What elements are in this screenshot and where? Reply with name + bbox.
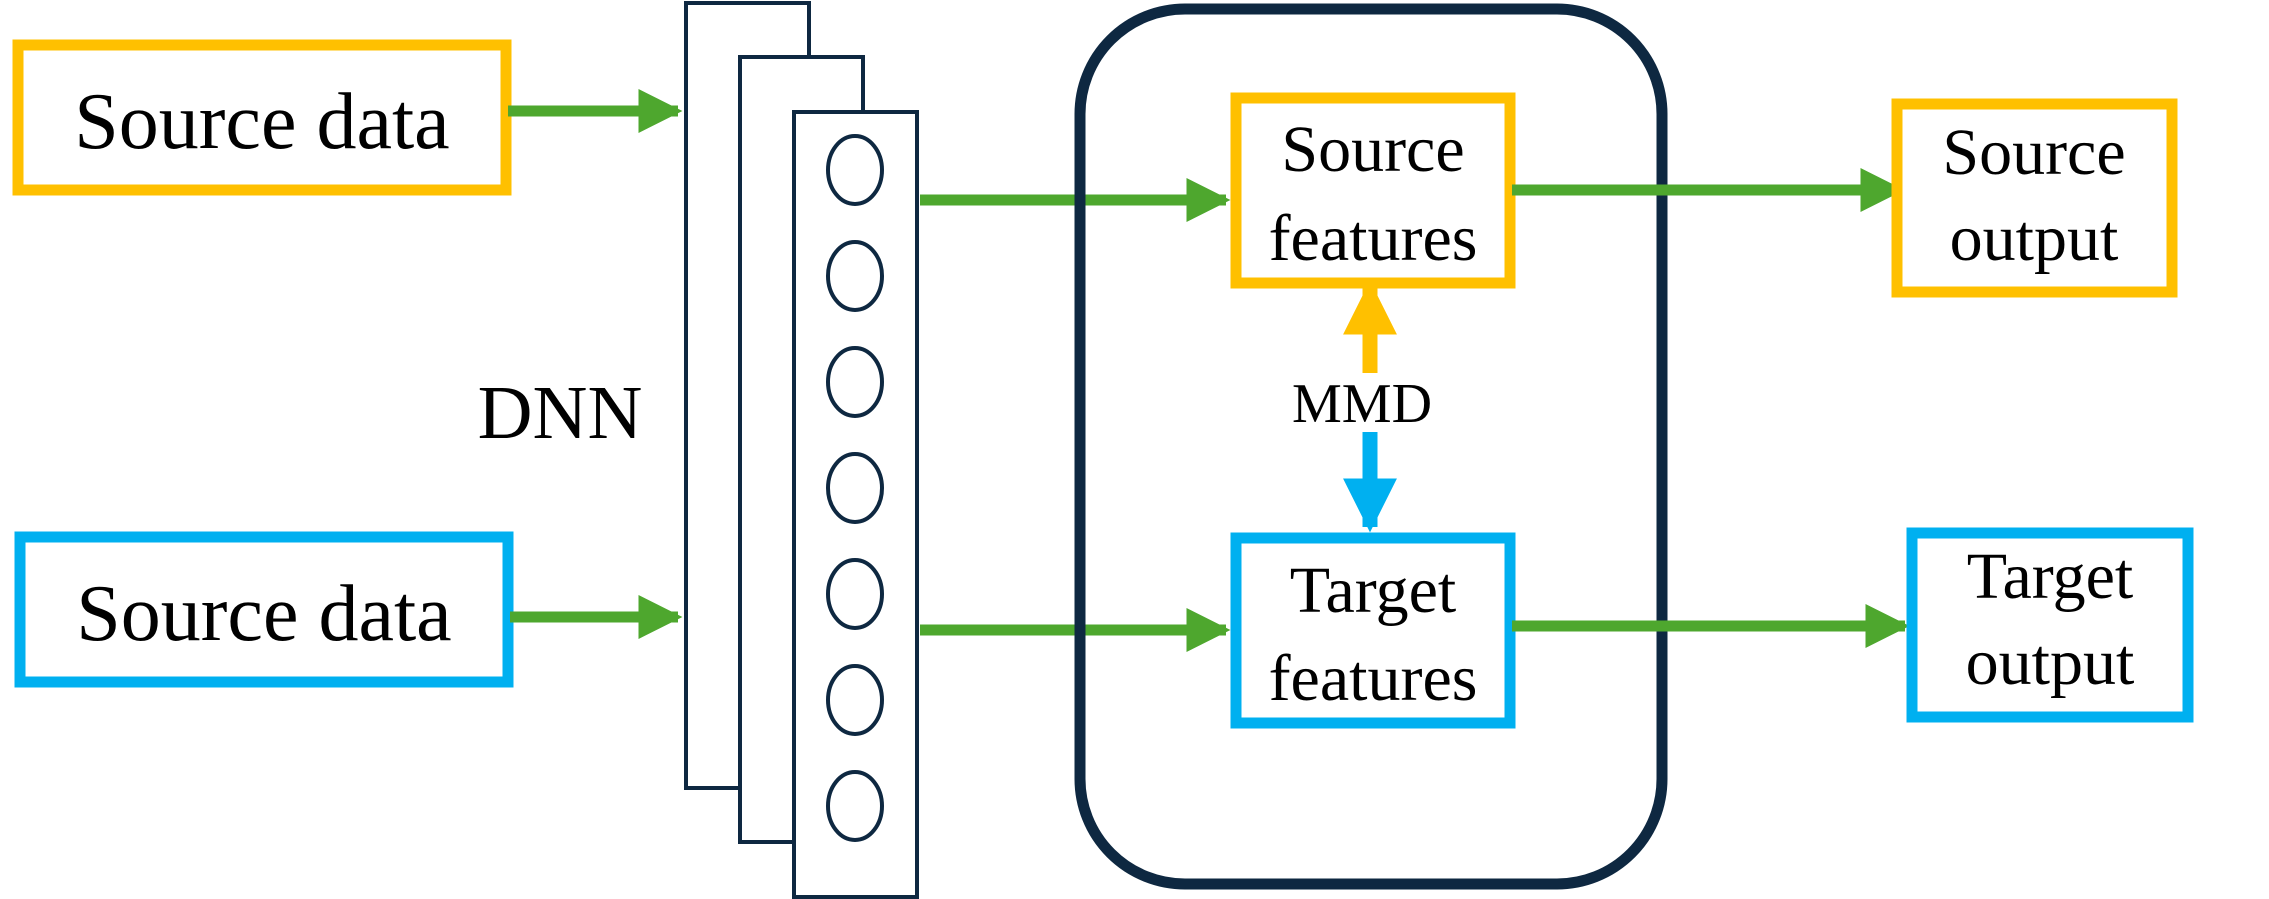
target-features-line1: Target bbox=[1290, 554, 1456, 627]
source-output-line2: output bbox=[1950, 202, 2119, 275]
neuron-1 bbox=[826, 134, 884, 206]
target-output-box: Target output bbox=[1906, 527, 2194, 723]
source-features-box: Source features bbox=[1230, 92, 1516, 289]
mmd-label: MMD bbox=[1292, 373, 1432, 435]
target-features-box: Target features bbox=[1230, 532, 1516, 729]
neuron-2 bbox=[826, 240, 884, 312]
neuron-7 bbox=[826, 770, 884, 842]
target-data-label: Source data bbox=[76, 570, 451, 658]
feature-container bbox=[1074, 3, 1668, 890]
neuron-4 bbox=[826, 452, 884, 524]
dnn-label: DNN bbox=[478, 371, 643, 455]
target-data-box: Source data bbox=[14, 531, 514, 688]
target-output-line1: Target bbox=[1967, 540, 2133, 613]
neuron-6 bbox=[826, 664, 884, 736]
neuron-5 bbox=[826, 558, 884, 630]
neuron-3 bbox=[826, 346, 884, 418]
source-output-line1: Source bbox=[1942, 116, 2125, 189]
source-output-box: Source output bbox=[1891, 98, 2178, 298]
target-output-line2: output bbox=[1966, 626, 2135, 699]
source-features-line2: features bbox=[1269, 202, 1478, 275]
source-data-box: Source data bbox=[12, 39, 512, 196]
dnn-layers bbox=[684, 1, 919, 899]
source-features-line1: Source bbox=[1281, 113, 1464, 186]
dnn-neurons bbox=[826, 134, 884, 842]
source-data-label: Source data bbox=[74, 78, 449, 166]
target-features-line2: features bbox=[1269, 642, 1478, 715]
